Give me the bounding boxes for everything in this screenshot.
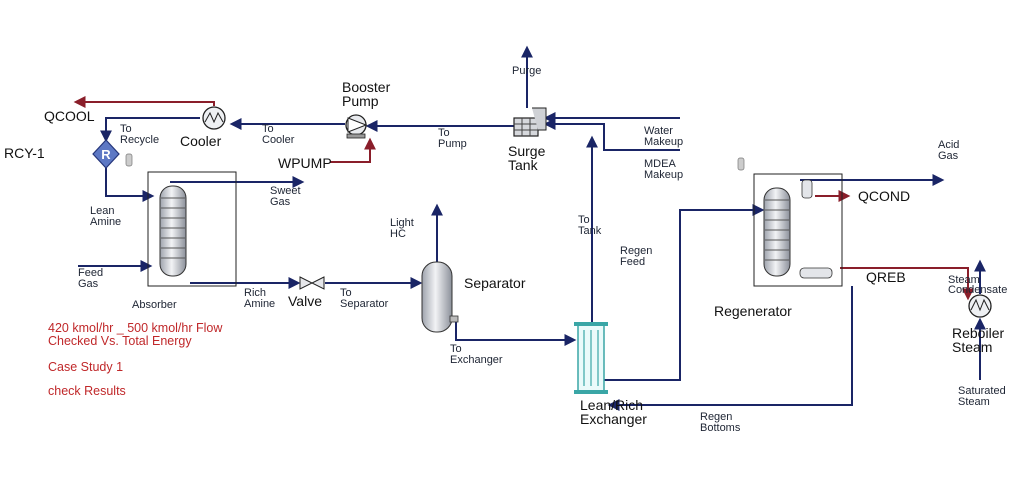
separator-vessel[interactable] [421, 261, 459, 333]
note-checked: Checked Vs. Total Energy [48, 334, 192, 348]
energy-wpump[interactable] [330, 137, 376, 163]
small-indicator-icon [125, 153, 133, 167]
label-qcond: QCOND [858, 188, 910, 204]
stream-to-recycle[interactable] [100, 117, 200, 143]
recycle-block[interactable]: R [92, 139, 120, 169]
label-qreb: QREB [866, 269, 906, 285]
stream-mdea-makeup[interactable] [543, 118, 680, 151]
valve-unit[interactable] [299, 276, 325, 290]
stream-regen-bottoms[interactable] [607, 286, 853, 411]
absorber-column[interactable] [159, 185, 187, 277]
label-recycle: RCY-1 [4, 145, 45, 161]
label-absorber: Absorber [132, 299, 177, 311]
note-case-study: Case Study 1 [48, 360, 123, 374]
label-valve: Valve [288, 293, 322, 309]
label-qcool: QCOOL [44, 108, 95, 124]
label-separator: Separator [464, 275, 526, 291]
stream-lean-amine[interactable] [105, 168, 155, 202]
energy-qreb[interactable] [840, 267, 974, 301]
label-regenerator: Regenerator [714, 303, 792, 319]
booster-pump-unit[interactable] [345, 114, 368, 139]
absorber-frame [147, 171, 237, 287]
small-indicator-icon [737, 157, 745, 171]
lean-rich-exchanger-unit[interactable] [574, 322, 608, 394]
label-purge: Purge [512, 65, 541, 77]
stream-to-exchanger[interactable] [455, 320, 577, 346]
regenerator-column[interactable] [763, 179, 833, 279]
surge-tank-unit[interactable] [513, 107, 547, 137]
note-flow-range: 420 kmol/hr _ 500 kmol/hr Flow [48, 321, 223, 335]
recycle-symbol-text: R [101, 147, 111, 162]
regenerator-frame [753, 173, 843, 287]
energy-qcool[interactable] [73, 96, 215, 108]
cooler-unit[interactable] [202, 106, 226, 130]
label-wpump: WPUMP [278, 155, 332, 171]
label-cooler: Cooler [180, 133, 222, 149]
reboiler-steam-unit[interactable] [968, 294, 992, 318]
stream-regen-feed[interactable] [604, 204, 765, 381]
note-check-results: check Results [48, 384, 126, 398]
